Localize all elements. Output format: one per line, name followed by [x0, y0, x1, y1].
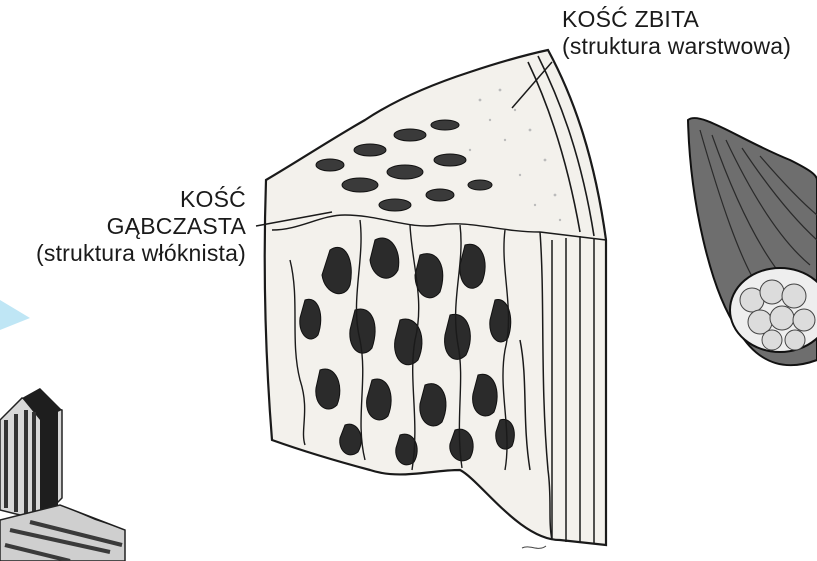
compact-bone-label-subtitle: (struktura warstwowa)	[562, 33, 791, 60]
structural-model-illustration	[0, 388, 125, 561]
spongy-bone-label: KOŚĆ GĄBCZASTA (struktura włóknista)	[8, 186, 246, 267]
spongy-bone-label-line2: GĄBCZASTA	[8, 213, 246, 240]
bone-cross-section-illustration	[256, 50, 606, 548]
compact-bone-label: KOŚĆ ZBITA (struktura warstwowa)	[562, 6, 791, 60]
artist-signature-mark	[522, 546, 546, 548]
compact-bone-label-title: KOŚĆ ZBITA	[562, 6, 791, 33]
cyan-accent-shape	[0, 300, 30, 330]
muscle-bundle-illustration	[688, 118, 817, 365]
spongy-bone-label-subtitle: (struktura włóknista)	[8, 240, 246, 267]
spongy-bone-label-line1: KOŚĆ	[8, 186, 246, 213]
